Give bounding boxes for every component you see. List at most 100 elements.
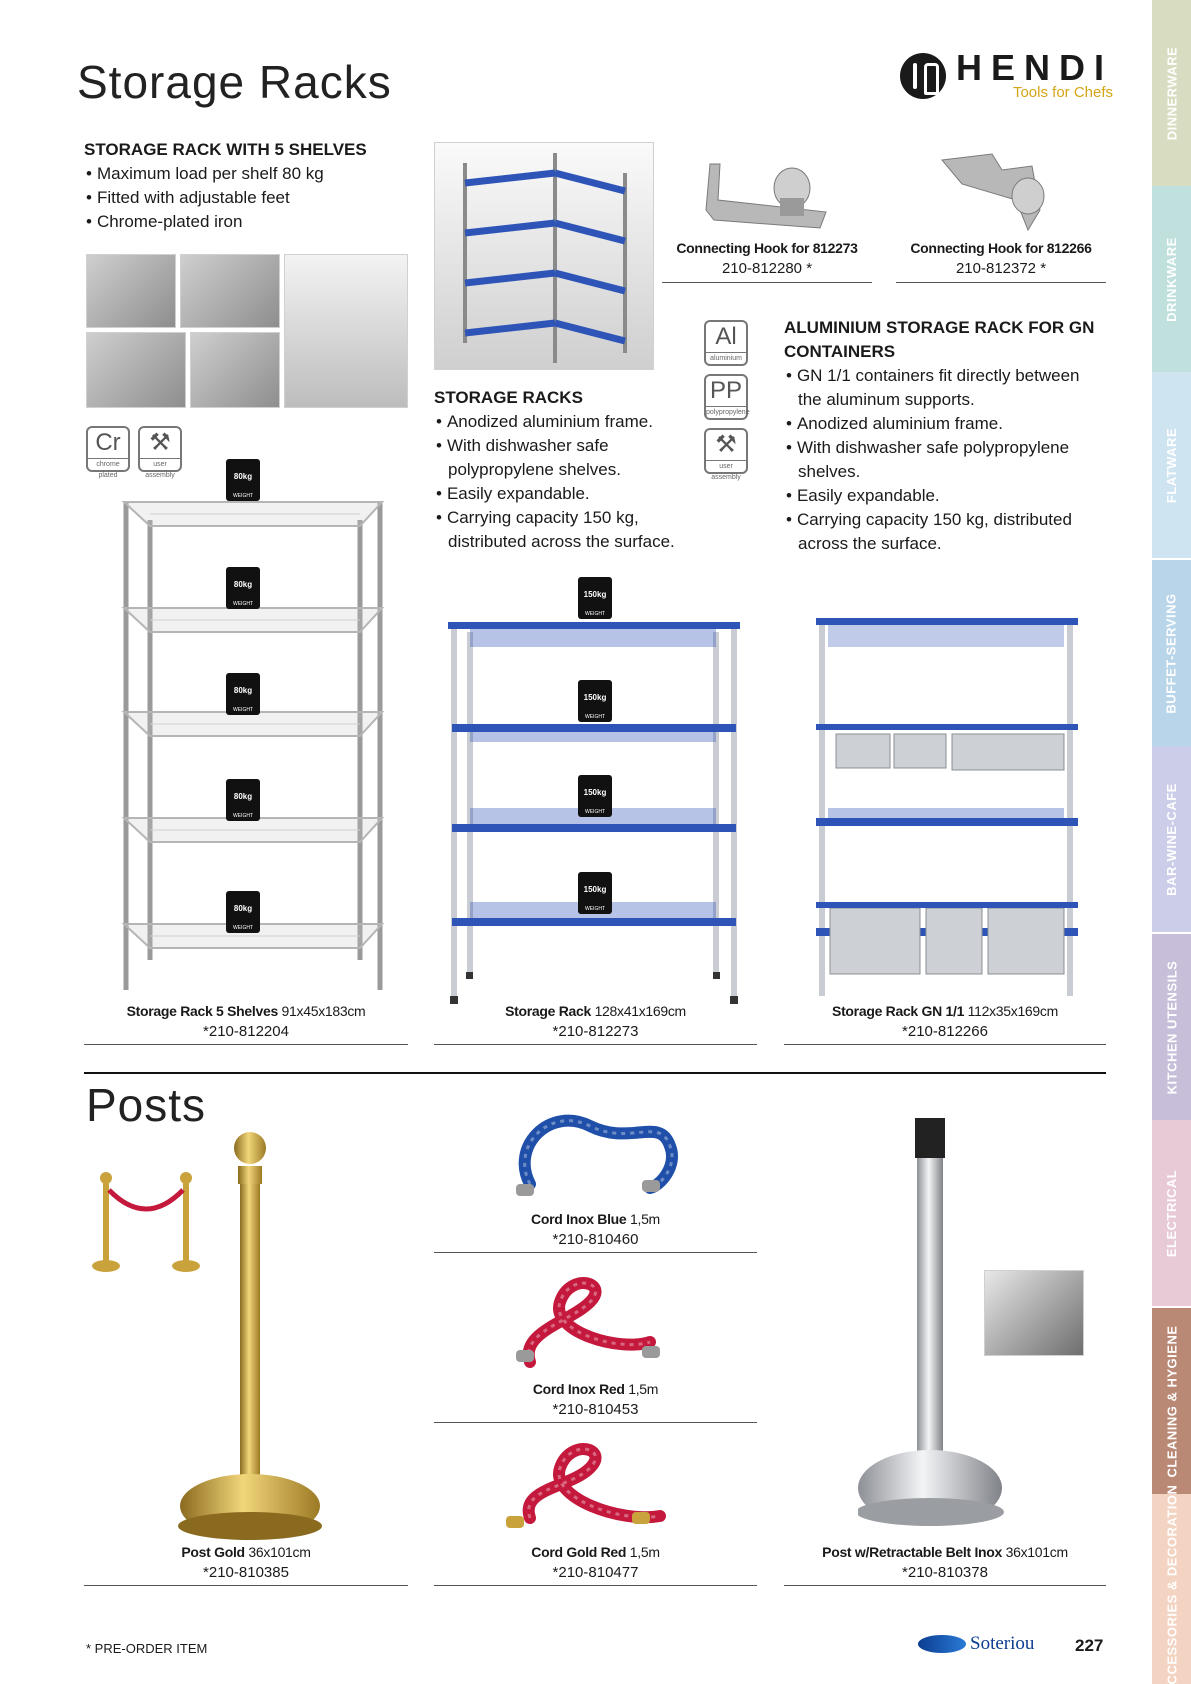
divider (84, 1044, 408, 1045)
category-tab[interactable]: BUFFET-SERVING (1152, 560, 1191, 746)
page-number: 227 (1075, 1636, 1104, 1655)
assembly-photo (86, 254, 176, 328)
category-tab-label: DINNERWARE (1164, 46, 1180, 140)
page-title: Storage Racks (77, 56, 392, 108)
cord-inox-red-image (516, 1277, 660, 1368)
feature-item: Chrome-plated iron (84, 210, 414, 234)
product-code: *210-810453 (552, 1401, 639, 1418)
cord-end-cap (642, 1346, 660, 1358)
category-tab-label: KITCHEN UTENSILS (1164, 960, 1180, 1094)
category-tab[interactable]: KITCHEN UTENSILS (1152, 934, 1191, 1120)
category-tab[interactable]: ACCESSORIES & DECORATION (1152, 1484, 1191, 1684)
divider (434, 1585, 757, 1586)
storage-heading: STORAGE RACKS (434, 388, 583, 407)
rope-mark (522, 1443, 666, 1524)
category-tab[interactable]: DRINKWARE (1152, 186, 1191, 372)
feature-item: With dishwasher safe polypropylene shelv… (434, 434, 694, 482)
category-tab[interactable]: DINNERWARE (1152, 0, 1191, 186)
connecting-hook-812266-image (941, 153, 1045, 232)
category-tab[interactable]: ELECTRICAL (1152, 1120, 1191, 1306)
storage-rack-caption: Storage Rack 128x41x169cm *210-812273 (434, 1003, 757, 1040)
brand-tagline: Tools for Chefs (1012, 84, 1114, 101)
feature-item: Easily expandable. (784, 484, 1104, 508)
post-gold-caption: Post Gold 36x101cm *210-810385 (84, 1544, 408, 1581)
cord-gold-red-image (506, 1443, 666, 1528)
cord-end-cap (506, 1516, 524, 1528)
cord-end-cap (642, 1180, 660, 1192)
rack-in-use-photo (284, 254, 408, 408)
divider (434, 1044, 757, 1045)
assembly-photo (86, 332, 186, 408)
category-tab-label: DRINKWARE (1164, 236, 1180, 322)
belt-post-caption: Post w/Retractable Belt Inox 36x101cm *2… (784, 1544, 1106, 1581)
storage-rack-image (448, 622, 740, 1004)
gn-rack-caption: Storage Rack GN 1/1 112x35x169cm *210-81… (784, 1003, 1106, 1040)
section-title-posts: Posts (86, 1079, 207, 1131)
category-tab[interactable]: BAR-WINE-CAFE (1152, 746, 1191, 932)
divider (896, 282, 1106, 283)
feature-item: GN 1/1 containers fit directly between t… (784, 364, 1104, 412)
category-tab-label: CLEANING & HYGIENE (1164, 1324, 1180, 1478)
post-set-image (92, 1172, 200, 1272)
preorder-note: * PRE-ORDER ITEM (86, 1641, 208, 1656)
product-code: *210-810385 (203, 1564, 289, 1581)
product-code: *210-812204 (203, 1023, 289, 1040)
category-tab[interactable]: FLATWARE (1152, 372, 1191, 558)
cord-end-cap (516, 1350, 534, 1362)
soteriou-mark-icon (918, 1635, 966, 1653)
product-code: 210-812372 * (955, 260, 1047, 277)
category-tab-label: BUFFET-SERVING (1164, 592, 1180, 714)
hook-caption: Connecting Hook for 812273 210-812280 * (662, 240, 872, 277)
feature-item: Anodized aluminium frame. (784, 412, 1104, 436)
rope-twist-mark (523, 1119, 674, 1190)
rack5-image (121, 501, 385, 990)
hendi-logo-icon (900, 52, 946, 99)
cord-caption: Cord Inox Red 1,5m *210-810453 (434, 1381, 757, 1418)
product-code: *210-812266 (902, 1023, 988, 1040)
cord-caption: Cord Inox Blue 1,5m *210-810460 (434, 1211, 757, 1248)
rope-mark (522, 1277, 656, 1368)
product-code: *210-812273 (552, 1023, 639, 1040)
soteriou-logo: Soteriou (918, 1633, 1034, 1655)
rope-twist-mark (527, 1281, 651, 1363)
divider (784, 1044, 1106, 1045)
post-gold-image (178, 1132, 322, 1540)
divider (662, 282, 872, 283)
gn-feature-list: GN 1/1 containers fit directly between t… (784, 364, 1104, 556)
storage-feature-list: Anodized aluminium frame. With dishwashe… (434, 410, 694, 554)
cord-end-cap (516, 1184, 534, 1196)
product-code: *210-810477 (552, 1564, 639, 1581)
rack5-feature-list: Maximum load per shelf 80 kg Fitted with… (84, 162, 414, 234)
rack5-description: STORAGE RACK WITH 5 SHELVES Maximum load… (84, 138, 414, 234)
storage-racks-description: STORAGE RACKS Anodized aluminium frame. … (434, 386, 694, 554)
feature-item: With dishwasher safe polypropylene shelv… (784, 436, 1104, 484)
divider (784, 1585, 1106, 1586)
brand-logo: HENDI Tools for Chefs (900, 50, 1113, 101)
product-code: *210-810378 (902, 1564, 988, 1581)
assembly-photo (180, 254, 280, 328)
feature-item: Fitted with adjustable feet (84, 186, 414, 210)
user-assembly-badge: ⚒user assembly (704, 428, 748, 481)
category-tab-label: ACCESSORIES & DECORATION (1164, 1484, 1180, 1684)
brand-name: HENDI (956, 47, 1114, 88)
divider (434, 1252, 757, 1253)
section-divider (84, 1072, 1106, 1074)
belt-detail-photo (984, 1270, 1084, 1356)
feature-item: Anodized aluminium frame. (434, 410, 694, 434)
user-assembly-badge: ⚒ user assembly (138, 426, 182, 479)
divider (434, 1422, 757, 1423)
connecting-hook-812273-image (705, 163, 827, 229)
gn-rack-image (816, 618, 1078, 996)
feature-item: Carrying capacity 150 kg, distributed ac… (434, 506, 694, 554)
feature-item: Easily expandable. (434, 482, 694, 506)
category-tab[interactable]: CLEANING & HYGIENE (1152, 1308, 1191, 1494)
hook-caption: Connecting Hook for 812266 210-812372 * (896, 240, 1106, 277)
